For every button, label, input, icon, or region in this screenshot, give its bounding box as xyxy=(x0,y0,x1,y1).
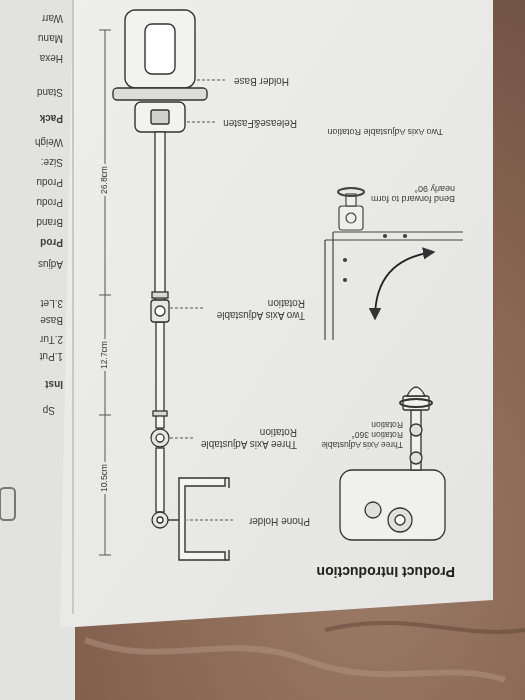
drawing-rect xyxy=(156,448,164,512)
drawing-circle xyxy=(365,502,381,518)
page-fragment: Sp xyxy=(43,405,55,417)
holder-base xyxy=(113,10,207,132)
drawing-path xyxy=(179,478,225,560)
page-fragment: Size: xyxy=(41,157,63,169)
drawing-rect xyxy=(153,411,167,416)
part-label: Two Axis Adjustable Rotation xyxy=(205,298,305,321)
drawing-path xyxy=(225,478,229,560)
drawing-circle xyxy=(155,306,165,316)
drawing-rect xyxy=(340,470,445,540)
inset-label: Three Axis Adjustable Rotation 360° Rota… xyxy=(321,420,403,449)
drawing-circle xyxy=(156,434,164,442)
drawing-circle xyxy=(152,512,168,528)
page-fragment: Produ xyxy=(36,177,63,189)
phone-holder xyxy=(168,478,229,560)
drawing-circle xyxy=(157,517,163,523)
inset-label: Bend forward to form nearly 90° xyxy=(369,183,455,204)
page-fragment: Stand xyxy=(37,87,63,99)
drawing-polygon xyxy=(60,0,493,628)
page-fragment: Pack xyxy=(40,113,63,125)
three-axis-joint xyxy=(151,429,169,528)
part-label: Holder Base xyxy=(234,76,289,88)
drawing-line xyxy=(325,239,463,240)
drawing-rect xyxy=(135,102,185,132)
dimension-label: 10.5cm xyxy=(99,462,111,494)
drawing-rect xyxy=(152,292,168,298)
page-fragment: Brand xyxy=(36,217,63,229)
page-fragment: Base xyxy=(40,315,63,327)
page-fragment: Prod xyxy=(40,237,63,249)
drawing-rect xyxy=(151,300,169,322)
dimension-line xyxy=(99,30,111,555)
drawing-rect xyxy=(125,10,195,88)
paper-panel xyxy=(60,0,493,628)
drawing-line xyxy=(99,295,111,296)
drawing-circle xyxy=(410,452,422,464)
drawing-line xyxy=(170,438,193,439)
inset-label: Two Axis Adjustable Rotation xyxy=(327,127,443,137)
page-fragment: Weigh xyxy=(35,137,63,149)
drawing-path xyxy=(325,623,525,632)
page-fragment: Warr xyxy=(42,13,63,25)
two-axis-joint xyxy=(151,300,169,322)
extension-rod xyxy=(152,132,168,512)
part-label: Three Axis Adjustable Rotation xyxy=(195,427,297,450)
drawing-line xyxy=(185,122,215,123)
drawing-ellipse xyxy=(400,399,432,407)
leader-lines xyxy=(170,80,233,520)
desk-inset xyxy=(325,188,463,340)
drawing-line xyxy=(324,240,325,340)
drawing-line xyxy=(170,308,203,309)
clamp-inset xyxy=(340,387,445,540)
drawing-rect xyxy=(339,206,363,230)
drawing-rect xyxy=(145,24,175,74)
page-fragment: Adjus xyxy=(38,259,63,271)
drawing-line xyxy=(168,519,179,520)
dimension-label: 12.7cm xyxy=(99,339,111,371)
drawing-path xyxy=(407,387,425,396)
page-fragment: 2.Tur xyxy=(40,334,63,346)
page-fragment: 1.Put xyxy=(40,351,63,363)
part-label: Phone Holder xyxy=(249,516,310,528)
part-label: Release&Fasten xyxy=(223,118,297,130)
drawing-circle xyxy=(404,235,407,238)
drawing-rect xyxy=(113,88,207,100)
drawing-ellipse xyxy=(338,188,364,196)
drawing-line xyxy=(99,415,111,416)
drawing-line xyxy=(187,520,233,521)
drawing-rect xyxy=(0,488,15,520)
drawing-path xyxy=(85,640,505,680)
drawing-circle xyxy=(410,424,422,436)
drawing-circle xyxy=(344,259,347,262)
drawing-circle xyxy=(344,279,347,282)
drawing-circle xyxy=(384,235,387,238)
drawing-line xyxy=(99,30,111,31)
drawing-circle xyxy=(151,429,169,447)
page-fragment: Produ xyxy=(36,197,63,209)
drawing-rect xyxy=(411,410,421,470)
drawing-line xyxy=(333,231,463,232)
drawing-line xyxy=(332,232,333,340)
page-fragment: Hexa xyxy=(40,53,63,65)
drawing-line xyxy=(99,555,111,556)
drawing-circle xyxy=(395,515,405,525)
page-fragment: Inst xyxy=(45,379,63,391)
page-fragment: Manu xyxy=(38,33,63,45)
drawing-line xyxy=(72,0,74,614)
page-title: Product Introduction xyxy=(317,564,455,580)
drawing-circle xyxy=(346,213,356,223)
drawing-rect xyxy=(155,132,165,300)
drawing-path xyxy=(375,252,433,318)
drawing-rect xyxy=(151,110,169,124)
dimension-label: 26.8cm xyxy=(99,164,111,196)
drawing-line xyxy=(195,80,225,81)
page-fragment: 3.Let xyxy=(41,298,63,310)
drawing-circle xyxy=(388,508,412,532)
